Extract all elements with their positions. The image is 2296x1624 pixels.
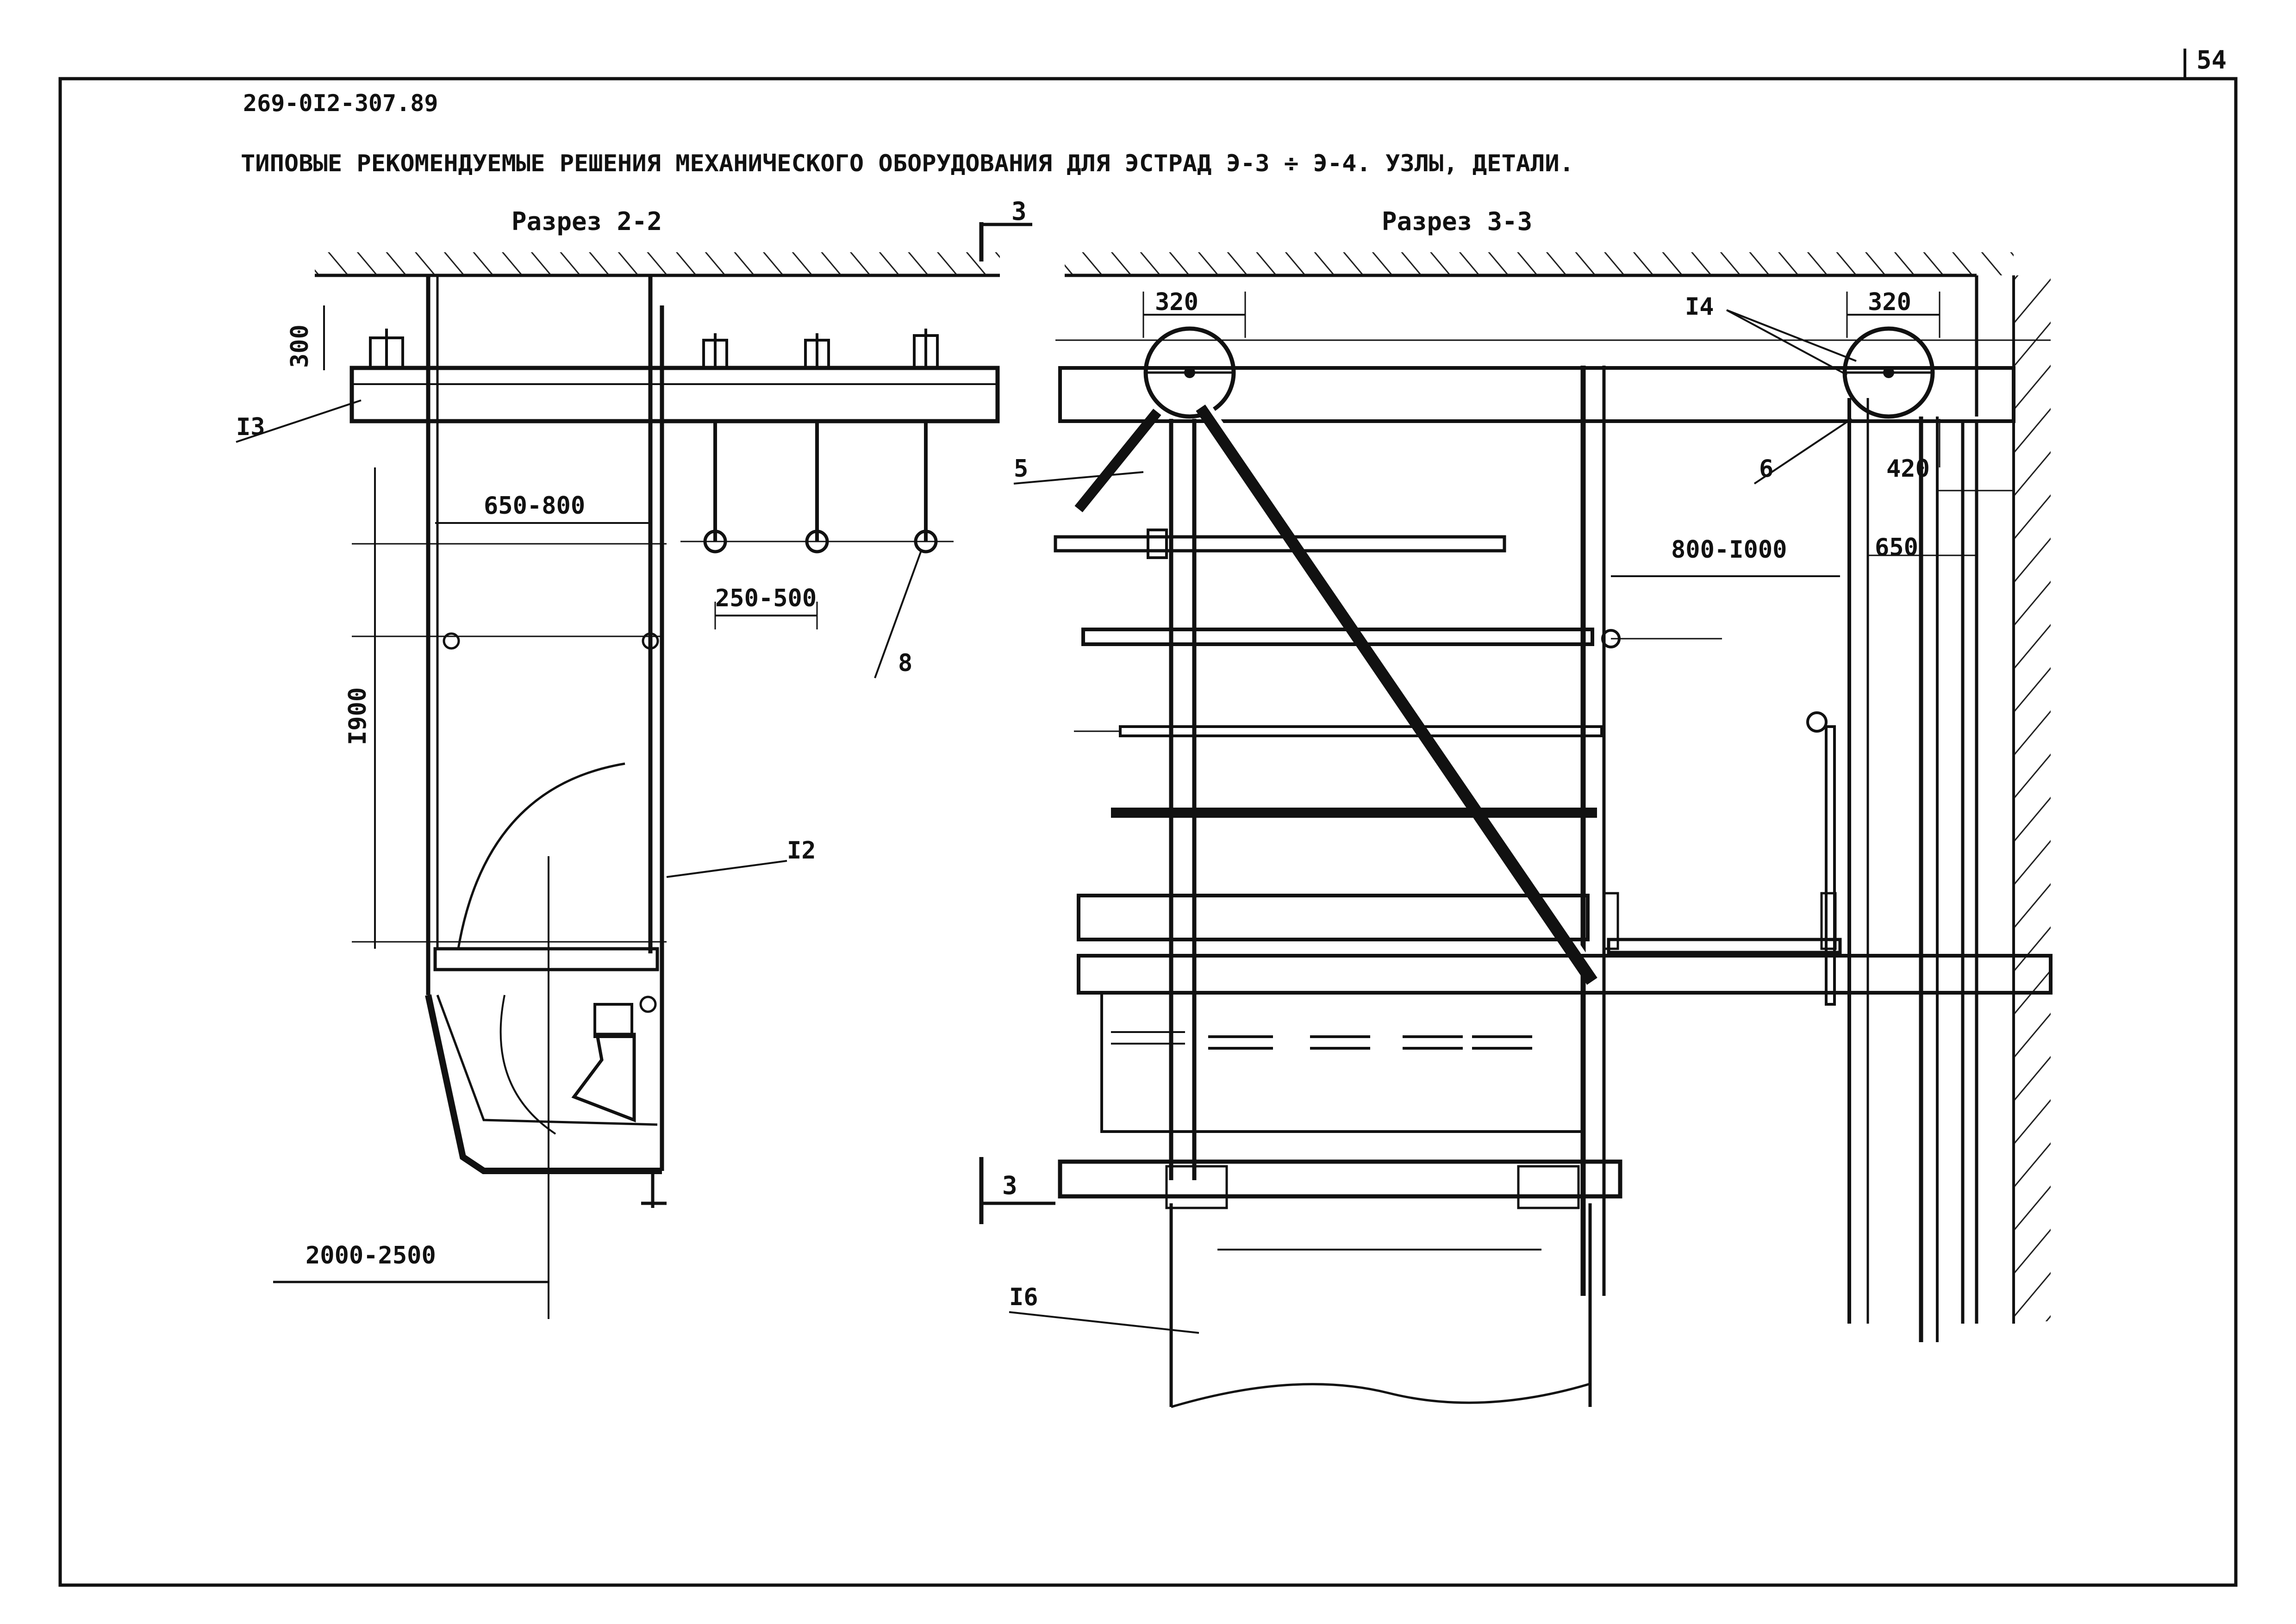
sheet-frame <box>58 49 2238 1587</box>
swing-arc <box>457 762 625 949</box>
dim-width-mid: 800-I000 <box>1671 536 1787 564</box>
drawing-code: 269-0I2-307.89 <box>243 90 438 117</box>
callout-14: I4 <box>1685 293 1714 321</box>
drawing-title: ТИПОВЫЕ РЕКОМЕНДУЕМЫЕ РЕШЕНИЯ МЕХАНИЧЕСК… <box>241 150 1574 177</box>
gallery-frame <box>425 275 667 1208</box>
suspension-rods <box>680 421 954 554</box>
callout-8: 8 <box>898 649 912 677</box>
top-beam-right <box>1058 366 2015 423</box>
vertical-columns <box>1169 366 1978 1342</box>
stage-floor <box>1058 892 2053 1209</box>
support-column <box>1169 1203 1592 1408</box>
dim-height: I900 <box>344 687 372 745</box>
diagonal-brace <box>1196 404 1598 985</box>
section-2-2-title: Разрез 2-2 <box>512 207 662 236</box>
horizontal-battens <box>1054 529 1722 818</box>
dim-width-right: 650 <box>1875 534 1918 561</box>
dim-width-gallery: 650-800 <box>484 492 585 520</box>
dim-spacing: 250-500 <box>715 585 817 612</box>
callout-16: I6 <box>1009 1283 1038 1311</box>
ceiling-hatch-left <box>315 252 1000 275</box>
cut-mark-bottom: 3 <box>1002 1171 1017 1200</box>
left-dimension-lines <box>273 305 818 1283</box>
section-3-3: Разрез 3-3 320 320 <box>979 207 2053 1408</box>
cut-mark-top: 3 <box>1011 197 1027 226</box>
dim-pulley-left: 320 <box>1155 288 1198 316</box>
main-beam <box>349 366 1000 423</box>
section-2-2: Разрез 2-2 3 <box>236 197 1032 1319</box>
page-number: 54 <box>2196 45 2227 75</box>
dim-height-top: 300 <box>286 324 314 368</box>
ceiling-hatch-right <box>1065 252 2014 275</box>
pulley-right <box>1842 326 1935 419</box>
beam-bolts <box>369 329 939 369</box>
pulley-left <box>1143 326 1236 419</box>
vent-grilles <box>1111 1031 1532 1050</box>
dim-offset: 420 <box>1886 455 1930 483</box>
dim-pulley-right: 320 <box>1868 288 1911 316</box>
callout-5: 5 <box>1014 455 1028 483</box>
dim-reach: 2000-2500 <box>306 1242 436 1269</box>
callout-12: I2 <box>787 837 816 865</box>
right-wall-hatch <box>2014 275 2051 1321</box>
section-3-3-title: Разрез 3-3 <box>1382 207 1532 236</box>
